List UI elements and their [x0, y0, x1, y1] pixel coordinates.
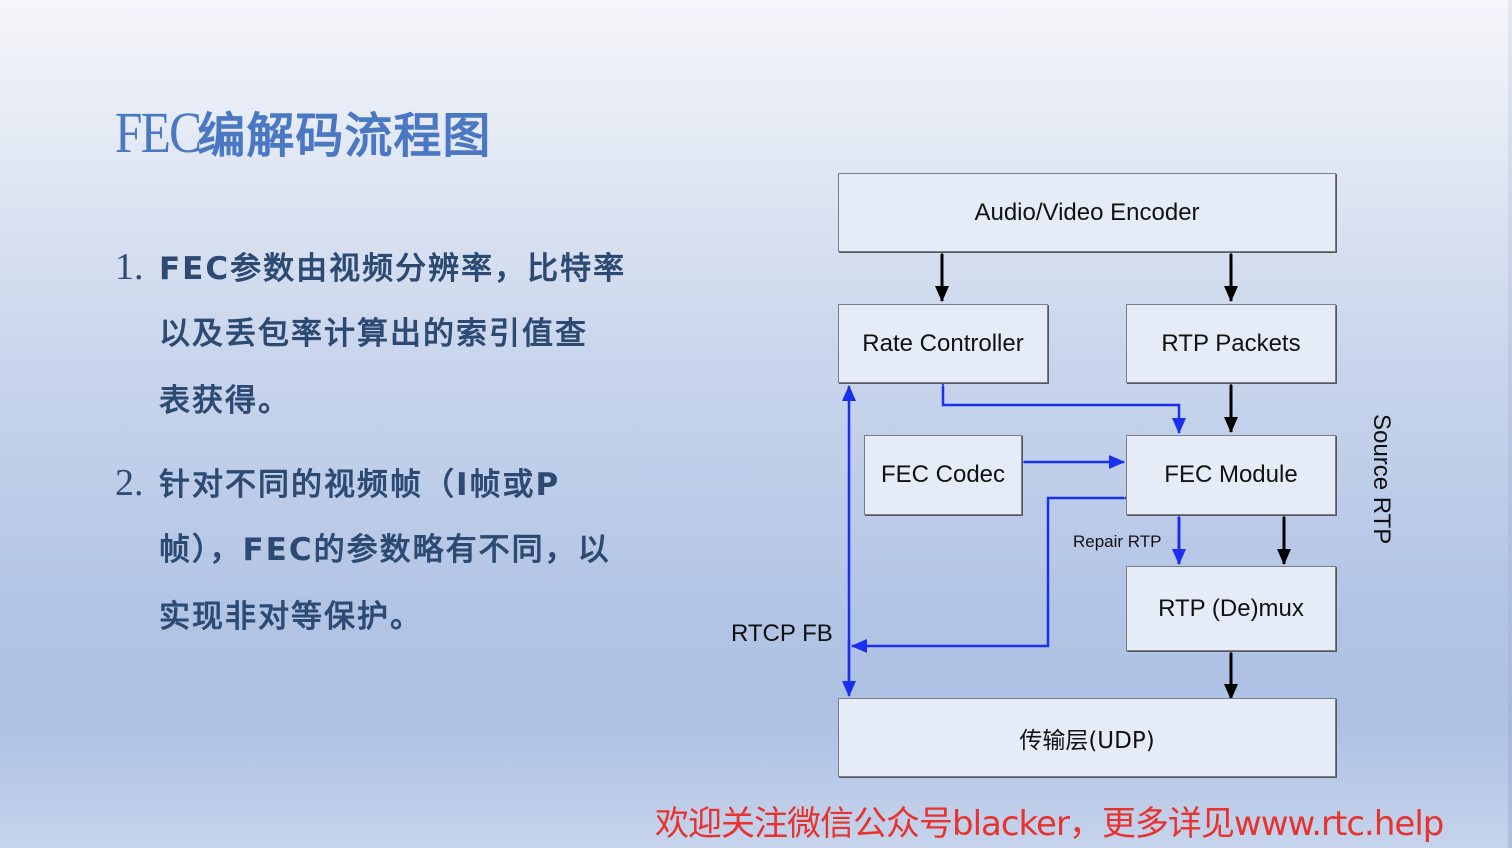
bullet-text-line: 表获得。: [159, 383, 291, 419]
arrow-fec-module-rtcp-fb: [851, 491, 1139, 653]
bullet-text-line: 以及丢包率计算出的索引值查: [159, 316, 588, 352]
title-latin: FEC: [115, 100, 202, 165]
box-fec-codec: FEC Codec: [864, 435, 1022, 515]
box-rtp-packets: RTP Packets: [1126, 304, 1336, 383]
bullet-item-2: 2. 针对不同的视频帧（I帧或P 帧），FEC的参数略有不同，以 实现非对等保护。: [115, 454, 775, 655]
bullet-text-line: 针对不同的视频帧（I帧或P: [159, 467, 561, 503]
footer-promo-text: 欢迎关注微信公众号blacker，更多详见www.rtc.help: [655, 804, 1444, 844]
arrow-rate-controller-fec-module: [936, 371, 1186, 434]
box-rate-controller: Rate Controller: [838, 304, 1048, 383]
bullet-text-line: FEC参数由视频分辨率，比特率: [159, 251, 627, 287]
box-fec-module: FEC Module: [1126, 435, 1336, 515]
bullet-text-line: 帧），FEC的参数略有不同，以: [159, 532, 611, 568]
bullet-item-1: 1. FEC参数由视频分辨率，比特率 以及丢包率计算出的索引值查 表获得。: [115, 238, 775, 439]
bullet-text-line: 实现非对等保护。: [159, 599, 423, 635]
label-repair-rtp: Repair RTP: [1073, 532, 1162, 551]
title-cjk: 编解码流程图: [197, 108, 492, 164]
slide-title: FEC编解码流程图: [115, 96, 491, 166]
bullet-number: 2.: [115, 462, 144, 504]
label-source-rtp: Source RTP: [1368, 414, 1395, 545]
box-transport-udp: 传输层(UDP): [838, 698, 1336, 777]
box-audio-video-encoder: Audio/Video Encoder: [838, 173, 1336, 252]
slide-edge-shadow: [1508, 0, 1512, 848]
bullet-number: 1.: [115, 246, 144, 288]
label-rtcp-fb: RTCP FB: [731, 620, 833, 647]
box-rtp-demux: RTP (De)mux: [1126, 566, 1336, 651]
bullet-list: 1. FEC参数由视频分辨率，比特率 以及丢包率计算出的索引值查 表获得。 2. 针…: [115, 238, 775, 655]
